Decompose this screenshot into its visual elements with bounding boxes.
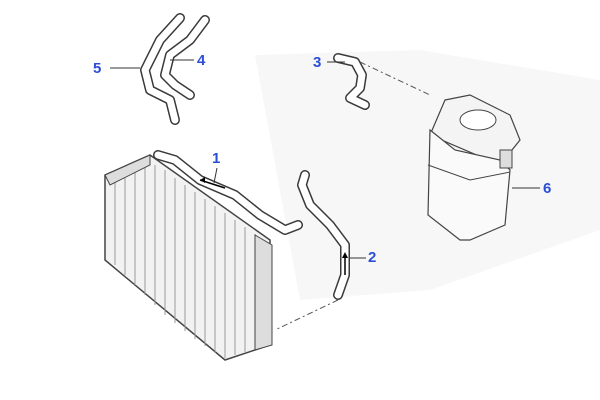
- callout-2: 2: [368, 249, 377, 266]
- hose-1: [153, 150, 303, 235]
- hose-3: [333, 53, 370, 110]
- callout-5: 5: [93, 60, 102, 77]
- expansion-tank: [427, 94, 521, 241]
- callout-1: 1: [212, 150, 221, 167]
- leader-line-1: [213, 167, 218, 184]
- hose-3-connection-line: [359, 61, 431, 96]
- hose-4: [160, 15, 210, 100]
- hose-5: [140, 13, 185, 125]
- hose-2-connection-line: [274, 299, 339, 331]
- callout-6: 6: [543, 180, 552, 197]
- radiator: [104, 154, 273, 361]
- callout-3: 3: [313, 54, 322, 71]
- callout-4: 4: [197, 52, 206, 69]
- hose-2: [297, 170, 350, 300]
